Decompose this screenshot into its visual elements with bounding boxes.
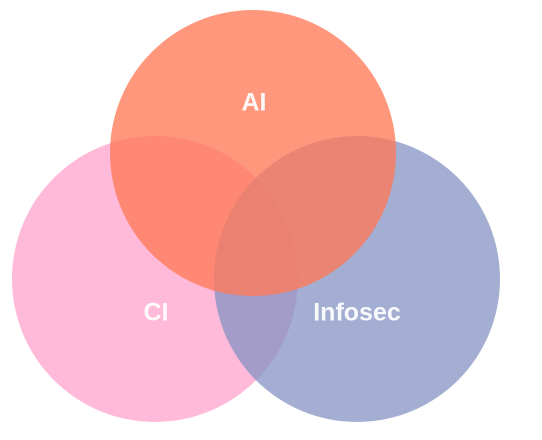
label-ai: AI [242, 89, 267, 117]
circle-ai [110, 10, 396, 296]
label-ci: CI [144, 299, 169, 327]
label-infosec: Infosec [313, 299, 401, 327]
